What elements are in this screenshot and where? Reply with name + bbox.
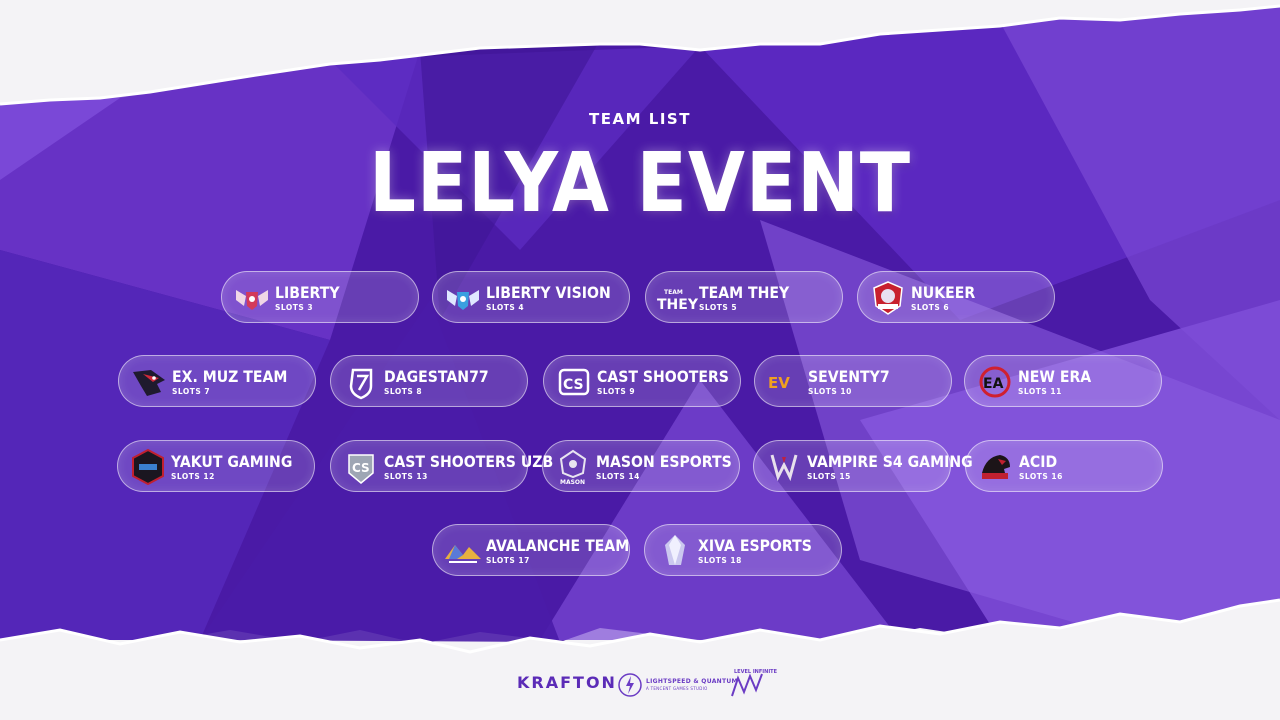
page-title: LELYA EVENT <box>368 136 912 231</box>
mountain-logo-icon <box>443 531 483 571</box>
winged-shield-icon <box>232 278 272 318</box>
svg-text:EA: EA <box>983 376 1004 392</box>
winged-shield-icon <box>443 278 483 318</box>
ev-monogram-icon: EV <box>765 362 805 402</box>
team-slot: SLOTS 14 <box>596 472 640 481</box>
team-card-vampire-s4-gaming[interactable]: VAMPIRE S4 GAMING SLOTS 15 <box>753 440 973 492</box>
mason-crest-icon: MASON <box>553 447 593 487</box>
acid-mascot-icon <box>976 447 1016 487</box>
svg-text:CS: CS <box>352 461 370 475</box>
krafton-logo: KRAFTON <box>517 673 617 692</box>
eagle-head-icon <box>129 362 169 402</box>
vampire-crest-icon <box>764 447 804 487</box>
team-card-seventy7[interactable]: EV SEVENTY7 SLOTS 10 <box>754 355 952 407</box>
team-card-nukeer[interactable]: NUKEER SLOTS 6 <box>857 271 1055 323</box>
svg-text:CS: CS <box>563 377 584 393</box>
team-slot: SLOTS 8 <box>384 387 423 396</box>
team-name: LIBERTY <box>275 283 340 302</box>
svg-text:THEY: THEY <box>657 297 699 313</box>
team-slot: SLOTS 3 <box>275 303 314 312</box>
team-card-ex-muz-team[interactable]: EX. MUZ TEAM SLOTS 7 <box>118 355 316 407</box>
cs-shield-icon: CS <box>341 447 381 487</box>
team-slot: SLOTS 16 <box>1019 472 1063 481</box>
team-name: SEVENTY7 <box>808 367 890 386</box>
team-name: CAST SHOOTERS <box>597 367 729 386</box>
team-name: EX. MUZ TEAM <box>172 367 288 386</box>
studio-name: LIGHTSPEED & QUANTUM <box>646 678 738 685</box>
team-slot: SLOTS 13 <box>384 472 428 481</box>
team-name: DAGESTAN77 <box>384 367 489 386</box>
team-card-cast-shooters[interactable]: CS CAST SHOOTERS SLOTS 9 <box>543 355 741 407</box>
team-slot: SLOTS 5 <box>699 303 738 312</box>
cs-monogram-icon: CS <box>554 362 594 402</box>
hex-badge-icon <box>128 447 168 487</box>
team-name: YAKUT GAMING <box>171 452 293 471</box>
team-card-mason-esports[interactable]: MASON MASON ESPORTS SLOTS 14 <box>542 440 740 492</box>
subtitle: TEAM LIST <box>589 110 691 128</box>
team-slot: SLOTS 15 <box>807 472 851 481</box>
team-slot: SLOTS 9 <box>597 387 636 396</box>
svg-text:MASON: MASON <box>560 479 585 486</box>
level-infinite-icon <box>731 673 763 697</box>
svg-text:EV: EV <box>768 374 790 392</box>
svg-text:TEAM: TEAM <box>664 289 683 296</box>
team-card-new-era[interactable]: EA NEW ERA SLOTS 11 <box>964 355 1162 407</box>
team-card-xiva-esports[interactable]: XIVA ESPORTS SLOTS 18 <box>644 524 842 576</box>
lightspeed-quantum-logo: LIGHTSPEED & QUANTUM A TENCENT GAMES STU… <box>618 672 737 698</box>
level-infinite-wordmark: LEVEL INFINITE <box>734 669 778 675</box>
team-card-dagestan77[interactable]: DAGESTAN77 SLOTS 8 <box>330 355 528 407</box>
ne-monogram-icon: EA <box>975 362 1015 402</box>
team-name: NEW ERA <box>1018 367 1092 386</box>
team-card-yakut-gaming[interactable]: YAKUT GAMING SLOTS 12 <box>117 440 315 492</box>
team-slot: SLOTS 18 <box>698 556 742 565</box>
team-slot: SLOTS 4 <box>486 303 525 312</box>
team-name: NUKEER <box>911 283 976 302</box>
team-card-liberty-vision[interactable]: LIBERTY VISION SLOTS 4 <box>432 271 630 323</box>
mascot-badge-icon <box>868 278 908 318</box>
team-name: VAMPIRE S4 GAMING <box>807 452 973 471</box>
team-slot: SLOTS 12 <box>171 472 215 481</box>
crystal-logo-icon <box>655 531 695 571</box>
team-name: ACID <box>1019 452 1058 471</box>
team-name: MASON ESPORTS <box>596 452 732 471</box>
team-slot: SLOTS 11 <box>1018 387 1062 396</box>
team-name: TEAM THEY <box>699 283 790 302</box>
team-name: AVALANCHE TEAM <box>486 536 630 555</box>
team-card-acid[interactable]: ACID SLOTS 16 <box>965 440 1163 492</box>
team-slot: SLOTS 17 <box>486 556 530 565</box>
team-card-avalanche-team[interactable]: AVALANCHE TEAM SLOTS 17 <box>432 524 630 576</box>
team-slot: SLOTS 6 <box>911 303 950 312</box>
team-name: CAST SHOOTERS UZB <box>384 452 554 471</box>
team-card-cast-shooters-uzb[interactable]: CS CAST SHOOTERS UZB SLOTS 13 <box>330 440 554 492</box>
team-card-liberty[interactable]: LIBERTY SLOTS 3 <box>221 271 419 323</box>
team-slot: SLOTS 7 <box>172 387 211 396</box>
studio-subtitle: A TENCENT GAMES STUDIO <box>646 686 708 691</box>
team-name: XIVA ESPORTS <box>698 536 812 555</box>
level-infinite-logo: LEVEL INFINITE <box>730 668 777 700</box>
team-name: LIBERTY VISION <box>486 283 611 302</box>
shield-emblem-icon <box>341 362 381 402</box>
lightning-icon <box>618 673 642 697</box>
team-slot: SLOTS 10 <box>808 387 852 396</box>
